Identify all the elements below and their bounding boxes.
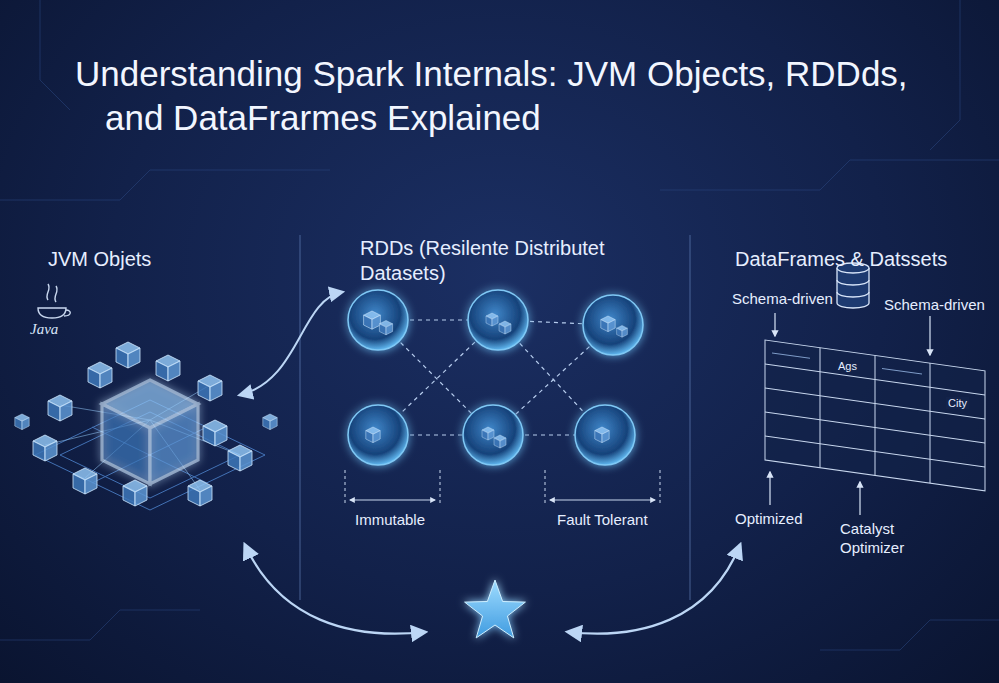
- table-cell: Ags: [836, 360, 859, 372]
- annotation: Optimized: [735, 510, 803, 529]
- table-cell: City: [946, 397, 969, 409]
- column-heading: JVM Objets: [48, 247, 151, 272]
- annotation: Schema-driven: [884, 296, 985, 315]
- property-label: Fault Tolerant: [557, 511, 648, 530]
- title: Understanding Spark Internals: JVM Objec…: [75, 52, 955, 140]
- annotation: Schema-driven: [732, 290, 833, 309]
- logo-text: Java: [30, 320, 58, 339]
- column-heading: RDDs (Resilente Distributet Datasets): [360, 236, 610, 286]
- column-heading: DataFrames & Datssets: [735, 247, 947, 272]
- property-label: Immutable: [355, 511, 425, 530]
- annotation: Catalyst Optimizer: [840, 520, 950, 558]
